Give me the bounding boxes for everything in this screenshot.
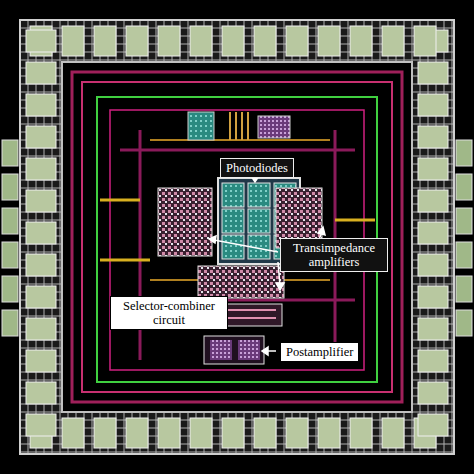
io-pad	[2, 310, 18, 336]
io-pad	[2, 276, 18, 302]
postamplifier-label: Postamplifier	[280, 342, 359, 362]
bond-pad	[62, 418, 84, 448]
bond-pad	[418, 62, 448, 84]
bond-pad	[418, 382, 448, 404]
bond-pad	[26, 126, 56, 148]
io-pad	[456, 310, 472, 336]
io-pad	[456, 208, 472, 234]
photodiode-cell	[248, 209, 270, 233]
bond-pad	[26, 190, 56, 212]
bond-pad	[126, 26, 148, 56]
io-pad	[456, 140, 472, 166]
label-text: Selector-combiner circuit	[116, 299, 222, 327]
bond-pad	[382, 26, 404, 56]
bond-pad	[318, 418, 340, 448]
bond-pad	[318, 26, 340, 56]
io-pad	[456, 174, 472, 200]
bond-pad	[190, 26, 212, 56]
label-text: Transimpedance amplifiers	[286, 241, 382, 269]
bond-pad	[286, 26, 308, 56]
io-pad	[456, 242, 472, 268]
photodiode-cell	[222, 235, 244, 259]
bond-pad	[26, 318, 56, 340]
photodiodes-label: Photodiodes	[220, 158, 294, 178]
bond-pad	[286, 418, 308, 448]
bond-pad	[414, 26, 436, 56]
bond-pad	[350, 26, 372, 56]
bond-pad	[222, 26, 244, 56]
bond-pad	[26, 382, 56, 404]
bond-pad	[26, 350, 56, 372]
label-text: Photodiodes	[226, 161, 288, 175]
io-pad	[2, 208, 18, 234]
bond-pad	[94, 26, 116, 56]
bond-pad	[158, 26, 180, 56]
bond-pad	[418, 286, 448, 308]
bond-pad	[26, 414, 56, 436]
bond-pad	[190, 418, 212, 448]
bond-pad	[418, 318, 448, 340]
bond-pad	[26, 222, 56, 244]
bond-pad	[254, 26, 276, 56]
io-pad	[2, 242, 18, 268]
bond-pad	[418, 190, 448, 212]
bond-pad	[222, 418, 244, 448]
bond-pad	[62, 26, 84, 56]
bond-pad	[418, 350, 448, 372]
bond-pad	[94, 418, 116, 448]
bond-pad	[26, 158, 56, 180]
bond-pad	[418, 414, 448, 436]
io-pad	[2, 140, 18, 166]
bond-pad	[158, 418, 180, 448]
bond-pad	[418, 94, 448, 116]
bond-pad	[418, 158, 448, 180]
io-pad	[456, 276, 472, 302]
bond-pad	[26, 62, 56, 84]
bond-pad	[26, 94, 56, 116]
bond-pad	[418, 254, 448, 276]
bond-pad	[254, 418, 276, 448]
bond-pad	[418, 126, 448, 148]
io-pad	[2, 174, 18, 200]
bond-pad	[26, 30, 56, 52]
bond-pad	[350, 418, 372, 448]
bond-pad	[26, 254, 56, 276]
tia-label: Transimpedance amplifiers	[280, 238, 388, 272]
photodiode-cell	[248, 183, 270, 207]
label-text: Postamplifier	[286, 345, 353, 359]
selector-combiner-label: Selector-combiner circuit	[110, 296, 228, 330]
photodiode-cell	[222, 209, 244, 233]
bond-pad	[382, 418, 404, 448]
photodiode-cell	[222, 183, 244, 207]
bond-pad	[418, 222, 448, 244]
bond-pad	[126, 418, 148, 448]
bond-pad	[26, 286, 56, 308]
